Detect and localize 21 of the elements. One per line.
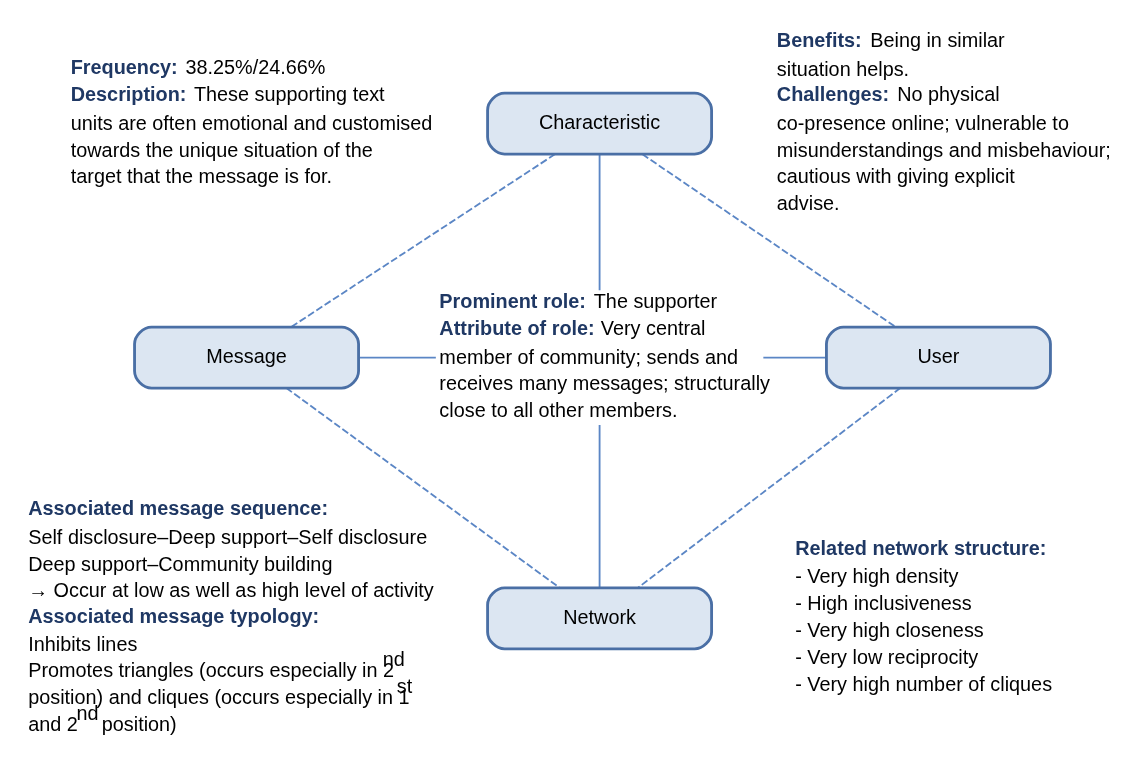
label: Self disclosure–Deep support–Self disclosure xyxy=(28,525,428,548)
label: Description: These supporting text units are often emotional and customised towards the unique situation of the target that the message is for. xyxy=(70,83,433,188)
label: Deep support–Community building xyxy=(28,552,333,575)
label: Attribute of role: Very central member of community; sends and receives many messages; structurally close to all other members. xyxy=(439,317,770,422)
label: Challenges: No physical co-presence online; vulnerable to misunderstandings and misbehaviour; cautious with giving explicit advise. xyxy=(776,83,1111,215)
label: - Very high closeness xyxy=(795,619,984,642)
label: → Occur at low as well as high level of activity xyxy=(28,579,434,602)
label: Associated message typology: xyxy=(28,604,320,627)
node-box: Characteristic xyxy=(486,91,713,156)
node-box: Network xyxy=(486,586,713,651)
label: Benefits: Being in similar situation helps. xyxy=(776,29,1005,80)
label: Associated message sequence: xyxy=(28,497,328,520)
label: - Very low reciprocity xyxy=(795,646,979,669)
label: Frequency: 38.25%/24.66% xyxy=(70,56,326,79)
node-box: Message xyxy=(133,325,360,390)
label: - High inclusiveness xyxy=(795,592,972,615)
label: - Very high density xyxy=(795,565,959,588)
label: Prominent role: The supporter xyxy=(439,290,718,313)
label: Related network structure: xyxy=(795,536,1047,559)
label: - Very high number of cliques xyxy=(795,673,1053,696)
node-box: User xyxy=(825,325,1052,390)
